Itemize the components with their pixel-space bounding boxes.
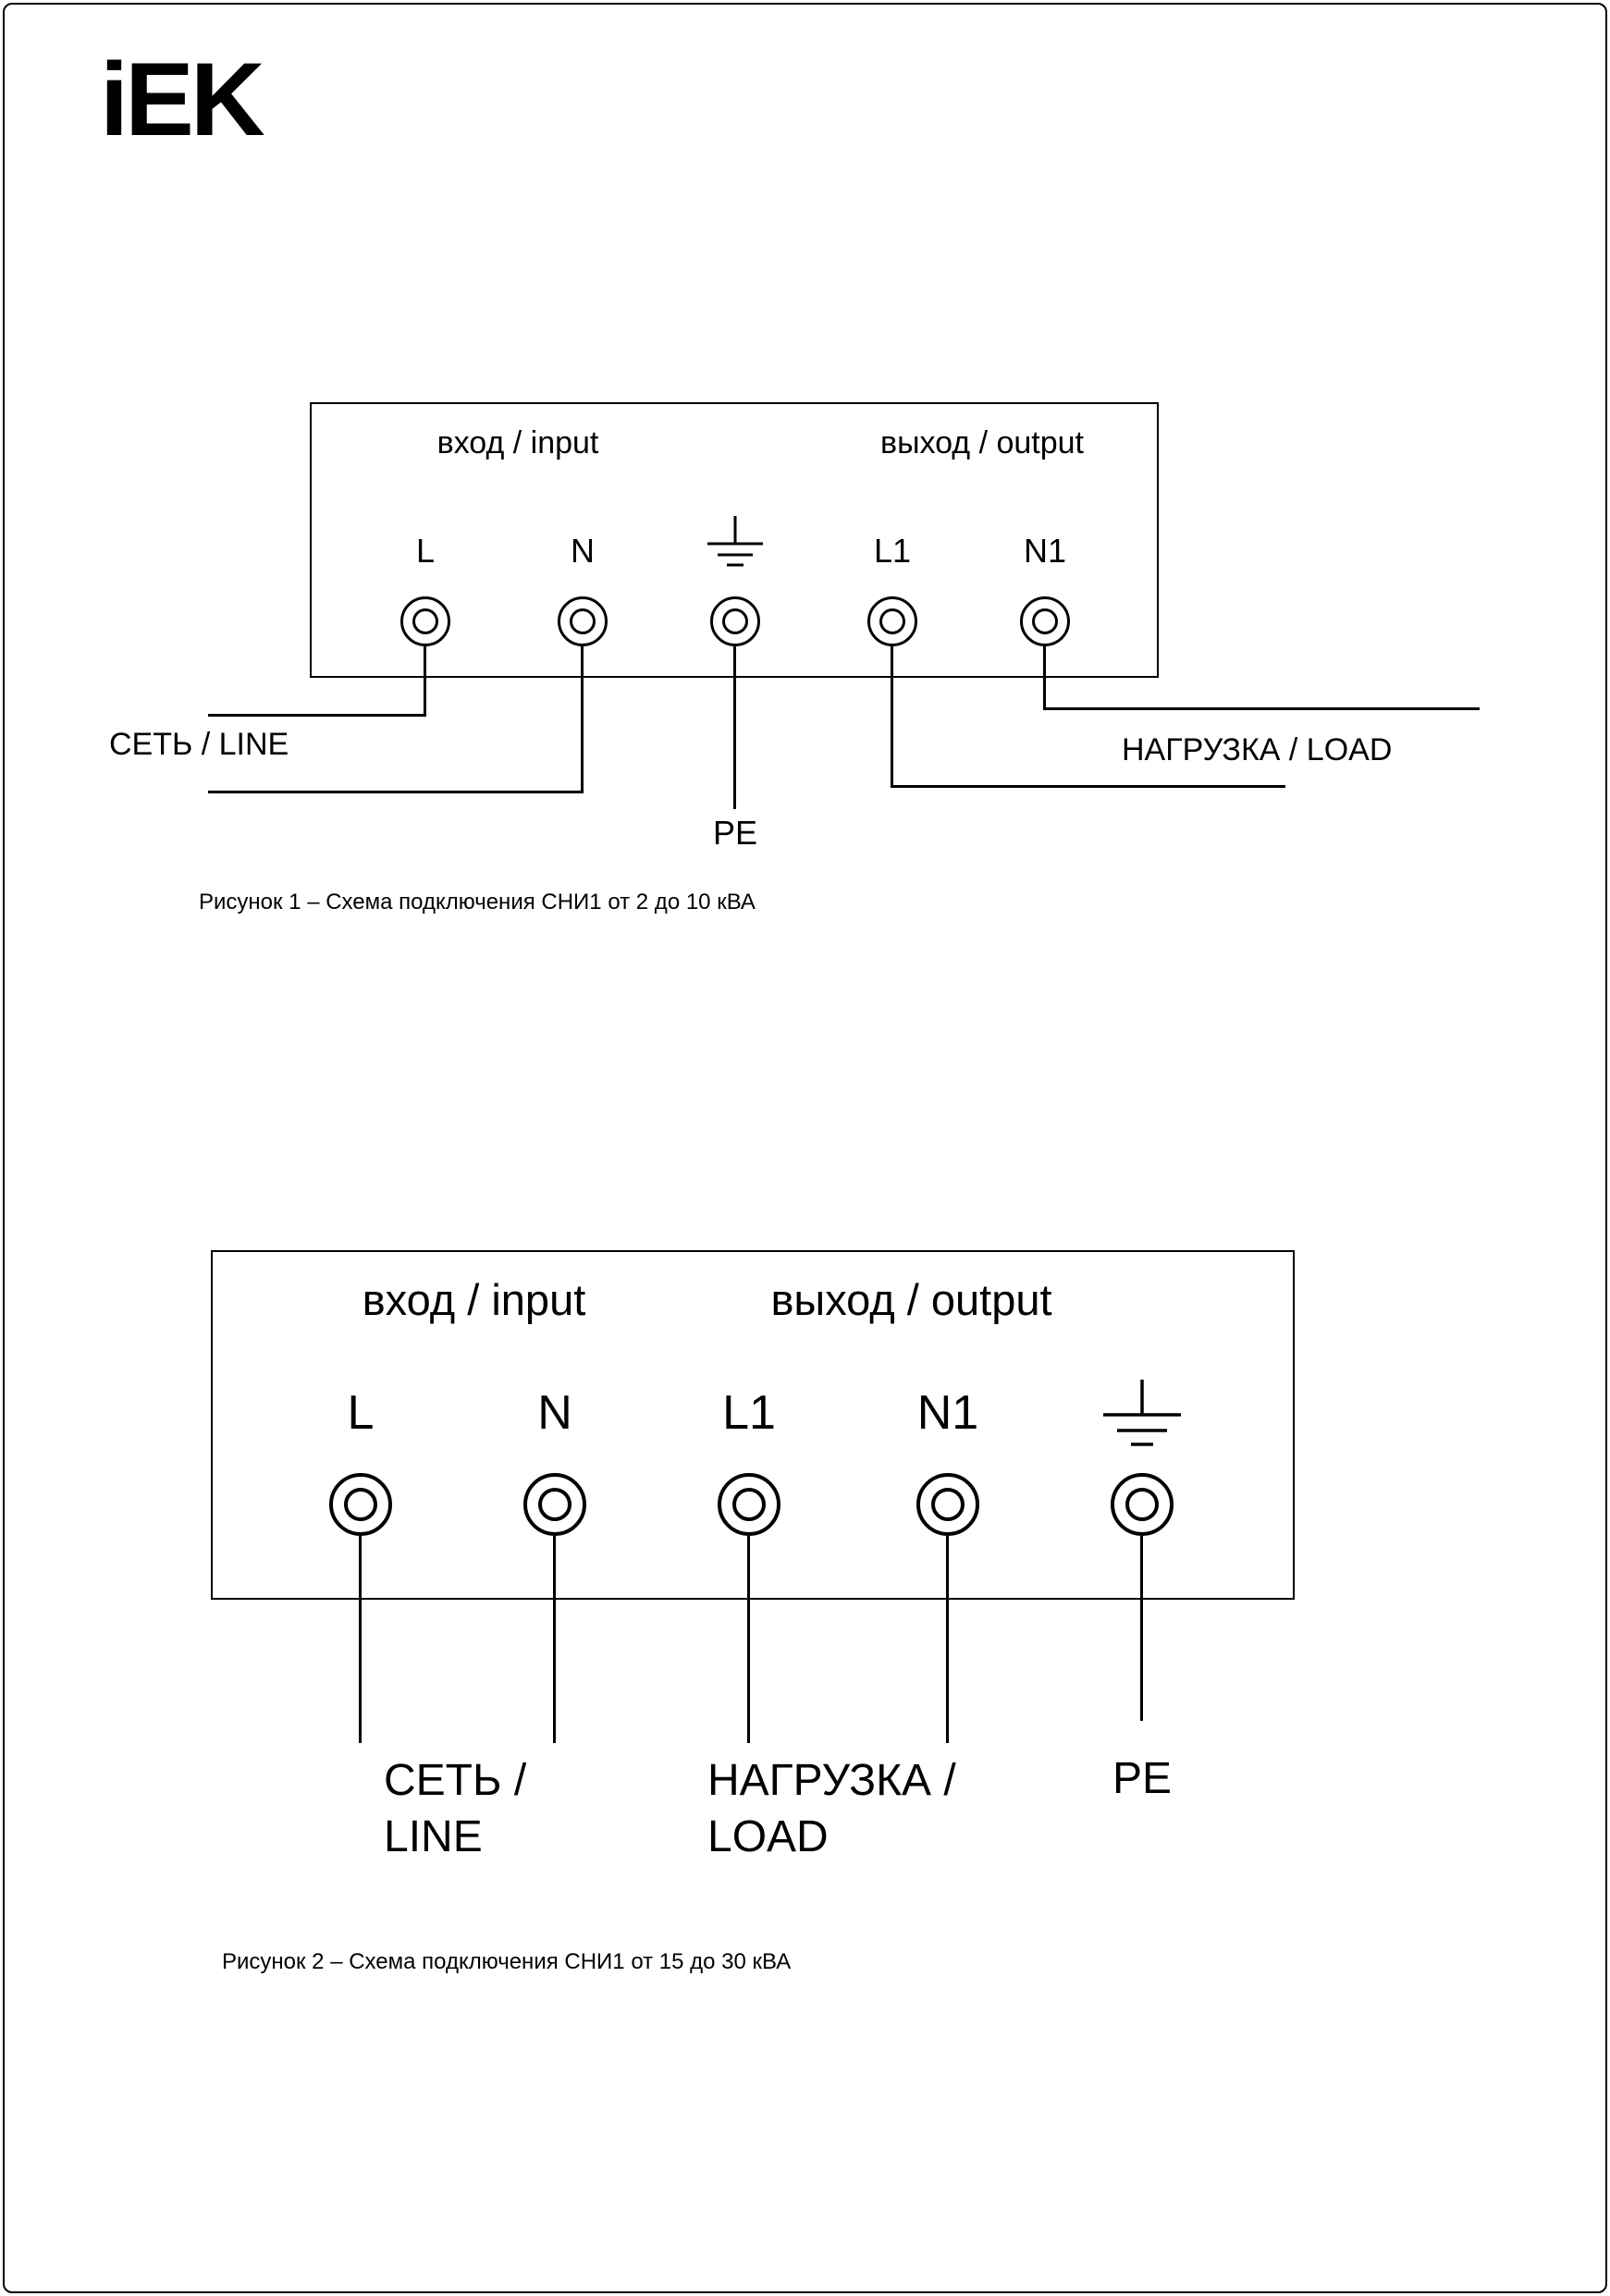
terminal-ground-core (722, 608, 748, 634)
input-label: вход / input (436, 425, 599, 460)
wire-l1-vertical (891, 645, 893, 788)
output-label: выход / output (770, 1275, 1052, 1324)
terminal-label-n1: N1 (1023, 532, 1067, 570)
wire-n1-vertical (1043, 645, 1046, 710)
terminal-ground (1111, 1473, 1174, 1536)
terminal-n (523, 1473, 586, 1536)
terminal-label-l1: L1 (873, 532, 912, 570)
terminal-n1-core (1032, 608, 1058, 634)
wire-n-vertical (553, 1536, 556, 1743)
terminal-n1 (916, 1473, 979, 1536)
wire-l-horizontal (208, 714, 426, 717)
line-label-row-2: LINE (384, 1811, 483, 1861)
terminal-label-n: N (571, 532, 595, 570)
terminal-n1 (1020, 596, 1070, 646)
wire-pe-vertical (1140, 1536, 1143, 1721)
terminal-label-l1: L1 (722, 1386, 776, 1440)
earth-ground-icon (707, 516, 763, 567)
load-label: НАГРУЗКА / LOAD (707, 1753, 956, 1866)
output-label: выход / output (880, 425, 1084, 460)
terminal-ground (710, 596, 760, 646)
earth-ground-icon (1103, 1380, 1181, 1446)
wire-n1-horizontal (1045, 707, 1480, 710)
terminal-label-l: L (347, 1386, 375, 1440)
figure-2-caption: Рисунок 2 – Схема подключения СНИ1 от 15… (222, 1949, 792, 1974)
line-label-row-1: СЕТЬ / (384, 1756, 527, 1805)
pe-label: PE (1112, 1754, 1173, 1803)
terminal-n-core (570, 608, 596, 634)
terminal-l (400, 596, 450, 646)
wire-n-vertical (581, 645, 584, 793)
terminal-l1-core (732, 1488, 766, 1521)
wire-l-vertical (359, 1536, 362, 1743)
terminal-box-2 (211, 1250, 1295, 1600)
wire-n-horizontal (208, 791, 584, 793)
load-label-row-2: LOAD (707, 1811, 829, 1861)
terminal-l (329, 1473, 392, 1536)
input-label: вход / input (362, 1275, 586, 1324)
figure-1-caption: Рисунок 1 – Схема подключения СНИ1 от 2 … (199, 890, 756, 915)
terminal-label-n1: N1 (916, 1386, 979, 1440)
iek-logo: iEK (100, 42, 265, 157)
terminal-n1-core (931, 1488, 965, 1521)
load-label-row-1: НАГРУЗКА / (707, 1756, 956, 1805)
terminal-label-l: L (415, 532, 436, 570)
pe-label: PE (712, 814, 758, 852)
terminal-label-n: N (537, 1386, 572, 1440)
terminal-l1 (867, 596, 917, 646)
terminal-n-core (538, 1488, 571, 1521)
wire-l-vertical (424, 645, 426, 716)
terminal-l1 (718, 1473, 780, 1536)
wire-pe-vertical (733, 645, 736, 809)
terminal-ground-core (1125, 1488, 1159, 1521)
terminal-l1-core (879, 608, 905, 634)
load-label: НАГРУЗКА / LOAD (1122, 732, 1393, 767)
wire-l1-vertical (747, 1536, 750, 1743)
terminal-l-core (412, 608, 438, 634)
wire-l1-horizontal (892, 785, 1285, 788)
terminal-n (558, 596, 608, 646)
line-label: СЕТЬ / LINE (384, 1753, 526, 1866)
wire-n1-vertical (946, 1536, 949, 1743)
line-label: СЕТЬ / LINE (109, 727, 289, 762)
terminal-l-core (344, 1488, 377, 1521)
